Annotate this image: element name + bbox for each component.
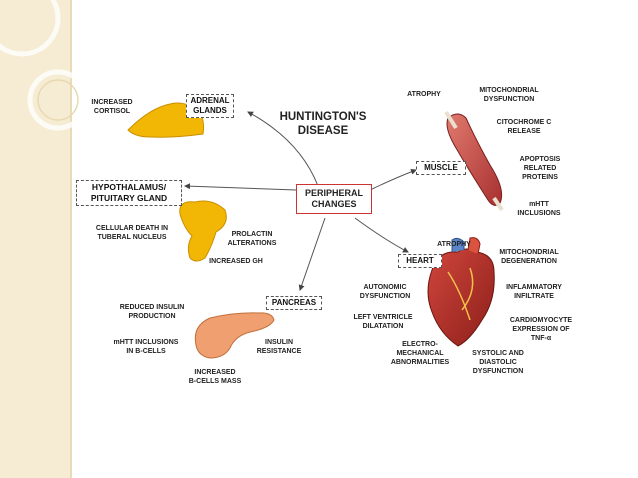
muscle-illustration (446, 113, 503, 206)
heart-effect-autonomic: AUTONOMIC DYSFUNCTION (359, 284, 411, 300)
muscle-box: MUSCLE (416, 161, 466, 175)
adrenal-effect-cortisol: INCREASED CORTISOL (91, 99, 133, 115)
connector-muscle (369, 168, 417, 191)
hypothalamus-pituitary-box: HYPOTHALAMUS/ PITUITARY GLAND (76, 180, 182, 206)
connector-adrenal (247, 111, 319, 187)
heart-box: HEART (398, 254, 442, 268)
pituitary-illustration (179, 200, 227, 262)
heart-effect-cardiomyocyte: CARDIOMYOCYTE EXPRESSION OF TNF-α (509, 317, 573, 342)
pancreas-effect-insulin-resistance: INSULIN RESISTANCE (256, 339, 302, 355)
disease-title: HUNTINGTON'S DISEASE (279, 111, 367, 137)
adrenal-glands-box: ADRENAL GLANDS (186, 94, 234, 118)
pancreas-illustration (194, 312, 275, 359)
muscle-effect-mhtt: mHTT INCLUSIONS (517, 201, 561, 217)
heart-effect-mitochondrial: MITOCHONDRIAL DEGENERATION (499, 249, 559, 265)
pancreas-effect-reduced-insulin: REDUCED INSULIN PRODUCTION (119, 304, 185, 320)
heart-effect-left-ventricle: LEFT VENTRICLE DILATATION (353, 314, 413, 330)
muscle-effect-mitochondrial: MITOCHONDRIAL DYSFUNCTION (479, 87, 539, 103)
heart-effect-systolic-diastolic: SYSTOLIC AND DIASTOLIC DYSFUNCTION (472, 350, 524, 375)
heart-effect-atrophy: ATROPHY (437, 241, 471, 248)
muscle-effect-atrophy: ATROPHY (407, 91, 441, 98)
muscle-effect-apoptosis: APOPTOSIS RELATED PROTEINS (519, 156, 561, 181)
pancreas-box: PANCREAS (266, 296, 322, 310)
connector-hypothalamus (184, 183, 297, 191)
connector-heart (354, 217, 409, 253)
heart-effect-electromechanical: ELECTRO- MECHANICAL ABNORMALITIES (390, 341, 450, 366)
adrenal-gland-illustration (127, 102, 205, 138)
pancreas-effect-bcells-mass: INCREASED B-CELLS MASS (188, 369, 242, 385)
pancreas-effect-mhtt-bcells: mHTT INCLUSIONS IN B-CELLS (113, 339, 179, 355)
hypothalamus-effect-gh: INCREASED GH (209, 258, 263, 265)
muscle-effect-cytochrome: CITOCHROME C RELEASE (496, 119, 552, 135)
decorative-circles (0, 0, 80, 131)
peripheral-changes-node: PERIPHERAL CHANGES (296, 184, 372, 214)
hypothalamus-effect-prolactin: PROLACTIN ALTERATIONS (227, 231, 277, 247)
hypothalamus-effect-cellular-death: CELLULAR DEATH IN TUBERAL NUCLEUS (95, 225, 169, 241)
heart-effect-inflammatory: INFLAMMATORY INFILTRATE (506, 284, 562, 300)
sidebar-edge (70, 0, 72, 478)
connector-pancreas (298, 217, 326, 291)
